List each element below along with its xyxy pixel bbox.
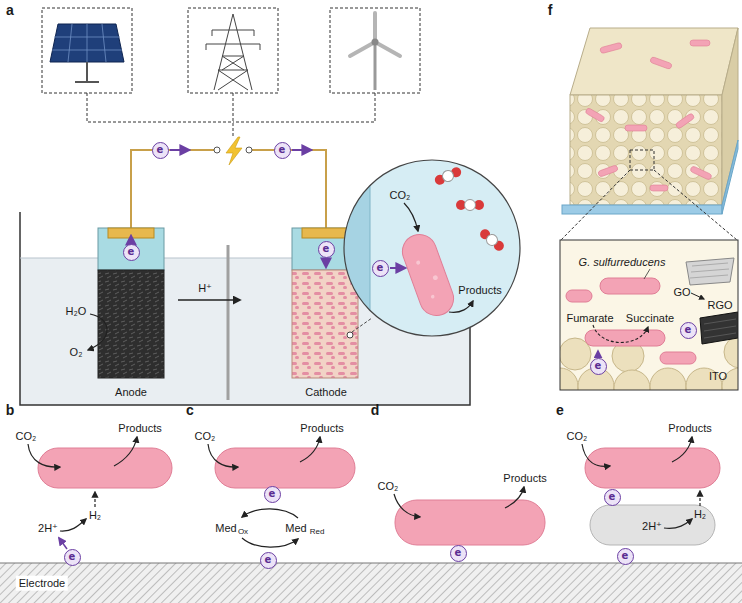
panel-letter: b bbox=[6, 402, 15, 418]
text-label: Products bbox=[118, 422, 161, 435]
text-label: H₂O bbox=[66, 305, 87, 318]
text-label: CO₂ bbox=[567, 430, 588, 443]
panel-letter: e bbox=[556, 402, 564, 418]
panel-letter: f bbox=[548, 2, 553, 18]
electron-circle: e bbox=[152, 142, 169, 159]
electron-label: e bbox=[265, 555, 272, 565]
text-label: CO₂ bbox=[390, 189, 411, 202]
electron-label: e bbox=[323, 244, 330, 254]
electron-circle: e bbox=[264, 486, 281, 503]
text-label: Fumarate bbox=[566, 312, 613, 325]
electron-label: e bbox=[685, 325, 692, 335]
text-label: Med bbox=[285, 522, 306, 535]
text-label: Products bbox=[300, 422, 343, 435]
text-label: Anode bbox=[115, 386, 147, 399]
text-label: H⁺ bbox=[198, 282, 212, 295]
electron-label: e bbox=[595, 361, 602, 371]
text-label: ITO bbox=[709, 370, 727, 383]
electron-circle: e bbox=[123, 244, 140, 261]
text-label: CO₂ bbox=[378, 480, 399, 493]
text-label: G. sulfurreducens bbox=[579, 256, 666, 269]
electron-circle: e bbox=[604, 489, 621, 506]
electron-circle: e bbox=[680, 322, 697, 339]
panel-letter: d bbox=[371, 402, 380, 418]
text-label: Med bbox=[215, 522, 236, 535]
electron-circle: e bbox=[64, 549, 81, 566]
text-label: CO₂ bbox=[16, 430, 37, 443]
electron-label: e bbox=[269, 489, 276, 499]
text-label: RGO bbox=[707, 299, 732, 312]
text-label: Products bbox=[668, 422, 711, 435]
text-label: Electrode bbox=[16, 576, 68, 591]
electron-label: e bbox=[279, 145, 286, 155]
text-label: O₂ bbox=[70, 346, 83, 359]
text-label: Red bbox=[310, 527, 325, 536]
electron-label: e bbox=[622, 551, 629, 561]
text-label: Ox bbox=[238, 527, 248, 536]
text-label: 2H⁺ bbox=[642, 520, 662, 533]
text-label: 2H⁺ bbox=[38, 522, 58, 535]
electron-circle: e bbox=[590, 358, 607, 375]
panel-letter: a bbox=[6, 2, 14, 18]
electron-circle: e bbox=[274, 142, 291, 159]
electron-circle: e bbox=[260, 552, 277, 569]
text-label: Cathode bbox=[305, 386, 347, 399]
electron-circle: e bbox=[372, 260, 389, 277]
electron-circle: e bbox=[617, 548, 634, 565]
text-label: Succinate bbox=[626, 312, 674, 325]
electron-circle: e bbox=[318, 241, 335, 258]
text-label: H₂ bbox=[694, 508, 706, 521]
electron-circle: e bbox=[450, 545, 467, 562]
electron-label: e bbox=[69, 552, 76, 562]
text-label: Products bbox=[458, 284, 501, 297]
text-label: CO₂ bbox=[195, 430, 216, 443]
text-label: GO bbox=[673, 286, 690, 299]
panel-letter: c bbox=[186, 402, 194, 418]
electron-label: e bbox=[157, 145, 164, 155]
text-label: H₂ bbox=[89, 509, 101, 522]
text-label: Products bbox=[503, 472, 546, 485]
electron-label: e bbox=[128, 247, 135, 257]
electron-label: e bbox=[609, 492, 616, 502]
electron-label: e bbox=[455, 548, 462, 558]
electron-label: e bbox=[377, 263, 384, 273]
